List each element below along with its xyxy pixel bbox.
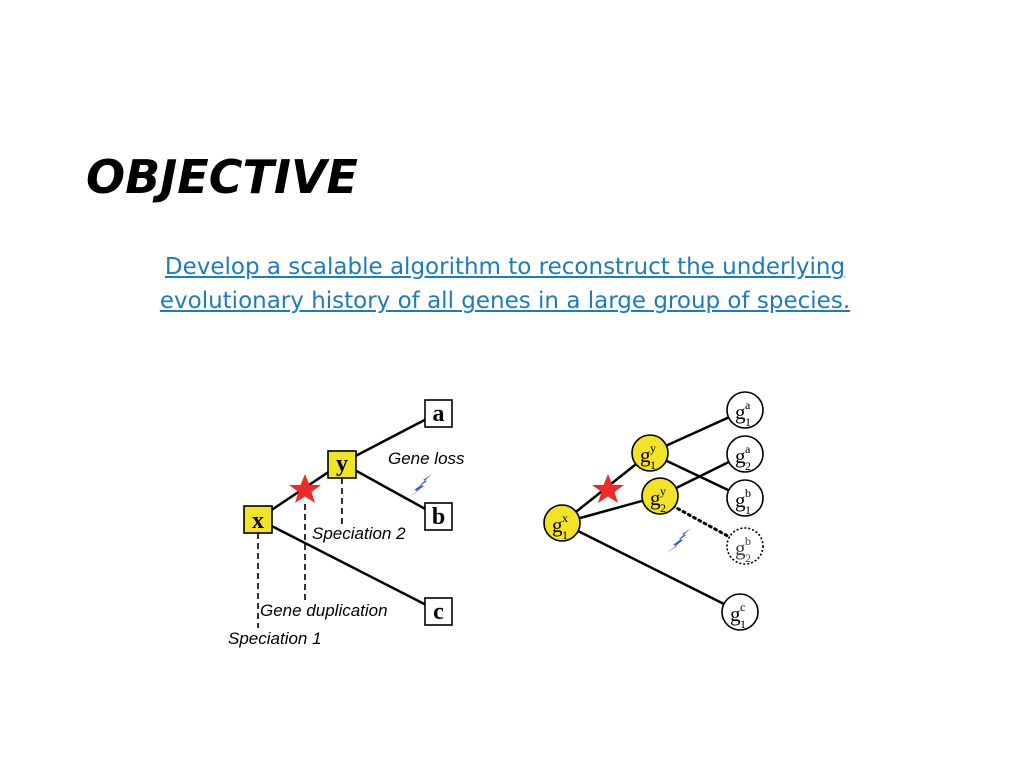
objective-line-2: evolutionary history of all genes in a l… bbox=[159, 288, 851, 314]
species-leaf-a: a bbox=[424, 399, 453, 428]
gene-leaf-gb1-sub: 1 bbox=[745, 503, 751, 517]
gene-leaf-gb1-sup: b bbox=[745, 486, 751, 500]
gene-leaf-ga1-sup: a bbox=[745, 398, 751, 412]
gene-leaf-ga1-sub: 1 bbox=[745, 415, 751, 429]
gene-node-gy2-base: g bbox=[650, 486, 661, 510]
species-leaf-b: b bbox=[424, 502, 453, 531]
gene-leaf-gc1-sup: c bbox=[740, 600, 745, 614]
duplication-star-icon bbox=[289, 474, 321, 503]
gene-node-gy2-sub: 2 bbox=[660, 501, 666, 515]
gene-loss-lightning-icon bbox=[667, 528, 691, 553]
speciation-2-label: Speciation 2 bbox=[312, 524, 406, 543]
gene-leaf-gc1: g c 1 bbox=[721, 593, 759, 631]
gene-node-gy2: g y 2 bbox=[641, 477, 679, 515]
gene-leaf-ga1-base: g bbox=[735, 400, 746, 424]
species-node-x: x bbox=[243, 505, 273, 534]
gene-leaf-gb1-base: g bbox=[735, 488, 746, 512]
gene-leaf-gb2-base: g bbox=[735, 536, 746, 560]
gene-leaf-gc1-sub: 1 bbox=[740, 617, 746, 631]
species-tree-dashes bbox=[257, 478, 343, 628]
gene-node-gy1-sub: 1 bbox=[650, 458, 656, 472]
gene-leaf-ga1: g a 1 bbox=[726, 391, 764, 429]
species-leaf-a-label: a bbox=[433, 401, 445, 427]
gene-leaf-gb2-lost: g b 2 bbox=[726, 527, 764, 565]
gene-leaf-ga2-base: g bbox=[735, 444, 746, 468]
gene-node-gy2-sup: y bbox=[660, 484, 666, 498]
gene-leaf-gb1: g b 1 bbox=[726, 479, 764, 517]
gene-node-gx1-sub: 1 bbox=[562, 528, 568, 542]
species-leaf-c-label: c bbox=[433, 599, 444, 625]
gene-node-gy1-base: g bbox=[640, 443, 651, 467]
objective-text: Develop a scalable algorithm to reconstr… bbox=[150, 250, 860, 318]
branch-y-a bbox=[341, 411, 439, 465]
gene-leaf-gc1-base: g bbox=[730, 602, 741, 626]
gene-leaf-gb2-sub: 2 bbox=[745, 551, 751, 565]
gene-leaf-ga2-sup: a bbox=[745, 442, 751, 456]
slide-title: OBJECTIVE bbox=[86, 150, 358, 204]
objective-line-1: Develop a scalable algorithm to reconstr… bbox=[164, 254, 846, 280]
gene-leaf-ga2: g a 2 bbox=[726, 435, 764, 473]
species-node-x-label: x bbox=[252, 508, 264, 534]
gene-leaf-ga2-sub: 2 bbox=[745, 459, 751, 473]
gene-loss-label: Gene loss bbox=[388, 449, 465, 468]
duplication-star-icon bbox=[592, 474, 624, 503]
objective-link[interactable]: Develop a scalable algorithm to reconstr… bbox=[150, 250, 860, 318]
gene-node-gy1: g y 1 bbox=[631, 434, 669, 472]
gene-duplication-label: Gene duplication bbox=[260, 601, 388, 620]
gene-leaf-gb2-sup: b bbox=[745, 534, 751, 548]
gene-node-gx1-sup: x bbox=[562, 511, 568, 525]
branch-gx1-gc1 bbox=[561, 521, 741, 614]
species-node-y-label: y bbox=[336, 451, 348, 477]
species-leaf-c: c bbox=[424, 597, 453, 626]
gene-node-gx1-base: g bbox=[552, 513, 563, 537]
speciation-1-label: Speciation 1 bbox=[228, 629, 322, 648]
branch-x-c bbox=[257, 517, 439, 613]
gene-loss-lightning-icon bbox=[409, 474, 432, 497]
species-node-y: y bbox=[327, 450, 357, 479]
branch-y-b bbox=[341, 461, 439, 518]
species-leaf-b-label: b bbox=[432, 504, 445, 530]
gene-node-gy1-sup: y bbox=[650, 441, 656, 455]
gene-node-gx1: g x 1 bbox=[543, 504, 581, 542]
